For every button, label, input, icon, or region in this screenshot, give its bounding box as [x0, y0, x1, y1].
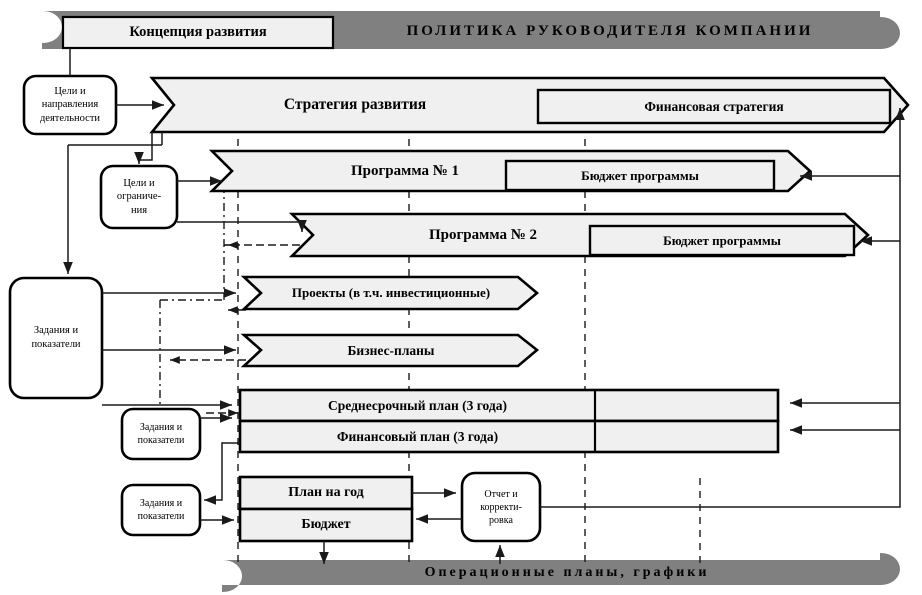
- rounded-boxes: [8, 74, 542, 543]
- box-tasks-main: [8, 276, 104, 400]
- inner-box-fin-strategy: [536, 88, 892, 125]
- box-goals-limits: [99, 164, 179, 230]
- plan-boxes-3y: [238, 388, 780, 454]
- connectors: [63, 48, 905, 564]
- box-tasks-3: [120, 483, 202, 537]
- box-report-correction: [460, 471, 542, 543]
- box-concept: [61, 15, 335, 50]
- bottom-banner: [222, 553, 900, 592]
- feedback-arrowheads: [170, 241, 300, 417]
- inner-box-program2-budget: [588, 224, 856, 257]
- plan-boxes-year: [238, 475, 414, 543]
- box-goals-directions: [22, 74, 118, 136]
- chevron-bizplans: [240, 333, 540, 368]
- chevron-projects: [240, 275, 540, 311]
- inner-box-program1-budget: [504, 159, 776, 192]
- box-tasks-2: [120, 407, 202, 461]
